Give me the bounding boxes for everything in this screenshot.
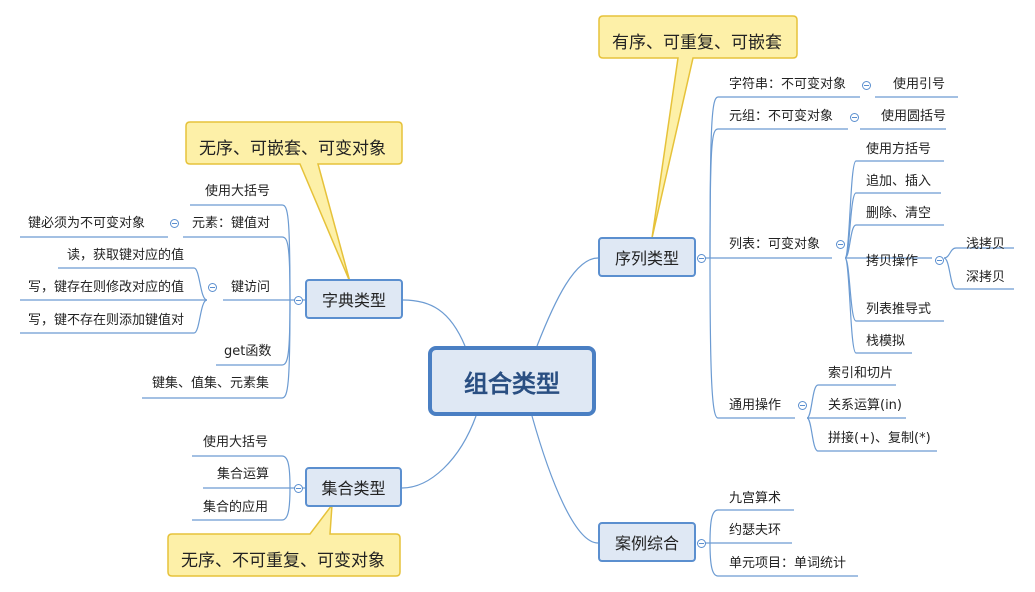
element-collapse-icon[interactable]: [170, 219, 179, 228]
central-topic[interactable]: 组合类型: [428, 346, 596, 416]
sequence-note-bubble: [598, 15, 798, 239]
case-item[interactable]: 单元项目：单词统计: [729, 556, 847, 571]
sequence-note: 有序、可重复、可嵌套: [612, 33, 782, 53]
list-child[interactable]: 栈模拟: [866, 334, 906, 349]
dict-child[interactable]: 键集、值集、元素集: [152, 376, 270, 391]
deep-copy-item[interactable]: 深拷贝: [966, 270, 1006, 285]
common-child[interactable]: 拼接(+)、复制(*): [828, 431, 931, 446]
shallow-copy-item[interactable]: 浅拷贝: [966, 237, 1006, 252]
set-note: 无序、不可重复、可变对象: [181, 551, 385, 571]
set-note-bubble: [167, 502, 401, 577]
sequence-type-node[interactable]: 序列类型: [598, 237, 696, 277]
cases-node[interactable]: 案例综合: [598, 522, 696, 562]
set-type-node[interactable]: 集合类型: [305, 467, 402, 507]
list-child[interactable]: 删除、清空: [866, 206, 932, 221]
access-collapse-icon[interactable]: [208, 283, 217, 292]
access-child[interactable]: 写，键存在则修改对应的值: [28, 280, 185, 295]
tuple-item[interactable]: 元组：不可变对象: [729, 109, 834, 124]
list-child[interactable]: 追加、插入: [866, 174, 932, 189]
access-child[interactable]: 读，获取键对应的值: [67, 248, 185, 263]
dict-type-node[interactable]: 字典类型: [305, 279, 403, 319]
copy-collapse-icon[interactable]: [935, 256, 944, 265]
case-item[interactable]: 约瑟夫环: [729, 523, 782, 538]
string-item[interactable]: 字符串：不可变对象: [729, 77, 847, 92]
element-child[interactable]: 键必须为不可变对象: [28, 216, 146, 231]
access-child[interactable]: 写，键不存在则添加键值对: [28, 313, 185, 328]
dict-child[interactable]: 使用大括号: [205, 184, 271, 199]
tuple-child[interactable]: 使用圆括号: [881, 109, 947, 124]
list-child[interactable]: 使用方括号: [866, 142, 932, 157]
list-collapse-icon[interactable]: [836, 240, 845, 249]
string-child[interactable]: 使用引号: [893, 77, 946, 92]
dict-child[interactable]: get函数: [224, 344, 272, 359]
dict-note: 无序、可嵌套、可变对象: [199, 139, 386, 159]
set-child[interactable]: 使用大括号: [203, 435, 269, 450]
string-collapse-icon[interactable]: [862, 81, 871, 90]
common-child[interactable]: 索引和切片: [828, 366, 894, 381]
tuple-collapse-icon[interactable]: [850, 113, 859, 122]
sequence-collapse-icon[interactable]: [697, 254, 706, 263]
dict-child-element[interactable]: 元素：键值对: [192, 216, 271, 231]
cases-collapse-icon[interactable]: [697, 539, 706, 548]
list-child[interactable]: 列表推导式: [866, 302, 932, 317]
common-ops-item[interactable]: 通用操作: [729, 398, 782, 413]
set-child[interactable]: 集合运算: [217, 467, 270, 482]
set-collapse-icon[interactable]: [294, 484, 303, 493]
dict-collapse-icon[interactable]: [294, 296, 303, 305]
dict-note-bubble: [185, 121, 403, 283]
common-child[interactable]: 关系运算(in): [828, 398, 902, 413]
dict-child-access[interactable]: 键访问: [231, 280, 271, 295]
case-item[interactable]: 九宫算术: [729, 491, 782, 506]
list-child-copy[interactable]: 拷贝操作: [866, 254, 919, 269]
list-item[interactable]: 列表：可变对象: [729, 237, 821, 252]
set-child[interactable]: 集合的应用: [203, 500, 269, 515]
common-collapse-icon[interactable]: [798, 401, 807, 410]
